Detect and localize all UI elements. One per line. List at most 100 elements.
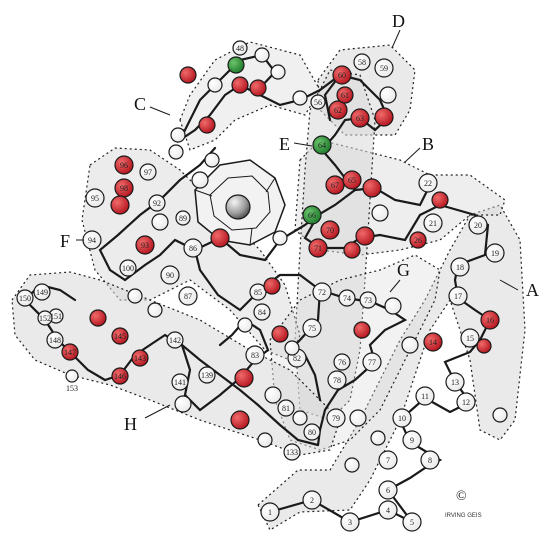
- residue-c7: [199, 117, 215, 133]
- residue-number: 142: [169, 336, 181, 345]
- residue-number: 150: [19, 294, 31, 303]
- residue-g4: [350, 410, 366, 426]
- copyright-mark: ©: [456, 489, 467, 504]
- residue-d2: [380, 87, 396, 103]
- residue-number: 60: [338, 71, 346, 80]
- residue-number: 58: [358, 58, 366, 67]
- residue-g5: [345, 458, 359, 472]
- helix-label-g: G: [397, 260, 410, 280]
- residue-number: 6: [386, 486, 390, 495]
- residue-number: 139: [201, 371, 213, 380]
- residue-g6: [371, 431, 385, 445]
- helix-label-b: B: [422, 134, 434, 154]
- residue-number: 152: [39, 314, 51, 323]
- residue-b1: [372, 205, 388, 221]
- residue-number: 81: [282, 404, 290, 413]
- residue-number: 141: [174, 378, 186, 387]
- residue-153: [66, 370, 78, 382]
- residue-f6: [128, 289, 142, 303]
- helix-label-d: D: [392, 11, 405, 31]
- residue-f3: [192, 172, 208, 188]
- residue-number: 62: [334, 106, 342, 115]
- residue-number: 67: [331, 181, 339, 190]
- residue-h3: [265, 387, 281, 403]
- residue-number: 86: [189, 244, 197, 253]
- artist-credit: © IRVING GEIS: [445, 489, 482, 519]
- residue-number: 70: [326, 226, 334, 235]
- residue-number: 2: [310, 496, 314, 505]
- residue-c10: [293, 91, 307, 105]
- residue-h-red5: [90, 310, 106, 326]
- residue-number: 85: [254, 288, 262, 297]
- residue-h5: [258, 433, 272, 447]
- residue-f1: [111, 196, 129, 214]
- residue-number: 146: [114, 372, 126, 381]
- residue-number: 16: [486, 316, 494, 325]
- residue-h-red4: [231, 411, 249, 429]
- residue-number: 148: [49, 336, 61, 345]
- residue-number: 12: [462, 398, 470, 407]
- residue-number: 96: [120, 161, 128, 170]
- residue-number: 82: [293, 354, 301, 363]
- residue-number: 10: [398, 414, 406, 423]
- residue-h4: [293, 411, 307, 425]
- residue-number: 1: [268, 508, 272, 517]
- residue-c6: [255, 48, 269, 62]
- residue-f7: [148, 303, 162, 317]
- residue-number: 75: [308, 324, 316, 333]
- helix-label-h: H: [124, 414, 137, 434]
- residue-h-red3: [235, 369, 253, 387]
- residue-a-extra2: [477, 339, 491, 353]
- residue-number: 59: [380, 64, 388, 73]
- residue-number: 89: [179, 214, 187, 223]
- helix-label-a: A: [526, 280, 539, 300]
- residue-number: 87: [184, 292, 192, 301]
- residue-number: 92: [153, 199, 161, 208]
- residue-number: 80: [308, 428, 316, 437]
- residue-number: 11: [421, 392, 429, 401]
- residue-number: 20: [474, 221, 482, 230]
- residue-c3: [232, 77, 248, 93]
- residue-f5: [211, 229, 229, 247]
- residue-b3: [344, 242, 360, 258]
- artist-signature: IRVING GEIS: [445, 513, 482, 519]
- helix-label-e: E: [279, 134, 290, 154]
- residue-number: 64: [318, 141, 326, 150]
- residue-a-extra3: [493, 408, 507, 422]
- residue-b2: [356, 227, 374, 245]
- residue-number: 17: [454, 292, 462, 301]
- residue-number: 95: [91, 194, 99, 203]
- residue-c1: [180, 67, 196, 83]
- residue-h-red1: [264, 278, 280, 294]
- residue-number: 145: [114, 332, 126, 341]
- residue-number: 26: [414, 236, 422, 245]
- residue-f2: [152, 214, 168, 230]
- residue-number: 65: [348, 176, 356, 185]
- residue-number: 18: [456, 263, 464, 272]
- residue-number: 15: [466, 334, 474, 343]
- residue-number: 74: [343, 294, 351, 303]
- residue-number: 56: [314, 98, 322, 107]
- residue-number: 153: [66, 384, 78, 393]
- residue-d1: [375, 108, 393, 126]
- residue-c2: [208, 78, 222, 92]
- residue-c-green: [228, 57, 244, 73]
- residue-number: 149: [36, 288, 48, 297]
- residue-c5: [271, 65, 285, 79]
- residue-f4: [205, 153, 219, 167]
- residue-g2: [354, 322, 370, 338]
- residue-number: 94: [88, 236, 96, 245]
- residue-number: 100: [122, 264, 134, 273]
- residue-h1: [238, 318, 252, 332]
- residue-number: 48: [236, 44, 244, 53]
- residue-number: 133: [286, 448, 298, 457]
- residue-number: 93: [141, 241, 149, 250]
- residue-number: 66: [308, 211, 316, 220]
- residue-number: 83: [251, 351, 259, 360]
- residue-number: 147: [64, 348, 76, 357]
- residue-c8: [171, 128, 185, 142]
- residue-number: 4: [386, 506, 390, 515]
- residue-number: 98: [120, 184, 128, 193]
- residue-number: 7: [386, 456, 390, 465]
